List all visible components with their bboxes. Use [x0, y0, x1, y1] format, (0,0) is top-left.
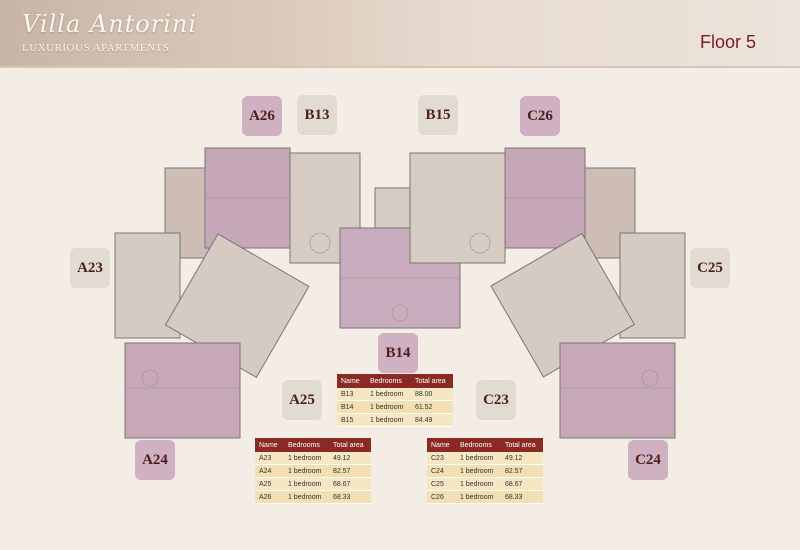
unit-tag-a26[interactable]: A26 [242, 96, 282, 136]
unit-tag-a25[interactable]: A25 [282, 380, 322, 420]
cell-name: C23 [427, 452, 456, 465]
cell-area: 68.33 [328, 490, 371, 504]
table-a-header-name: Name [255, 438, 284, 452]
table-row: A23 1 bedroom 49.12 [255, 452, 371, 465]
table-row: B15 1 bedroom 84.49 [337, 413, 453, 427]
cell-bedrooms: 1 bedroom [283, 477, 329, 491]
cell-area: 49.12 [328, 452, 371, 465]
unit-tag-c26[interactable]: C26 [520, 96, 560, 136]
brand-tagline: LUXURIOUS APARTMENTS [22, 42, 170, 54]
cell-area: 84.49 [410, 413, 453, 427]
table-a-header-area: Total area [328, 438, 371, 452]
cell-bedrooms: 1 bedroom [455, 490, 501, 504]
table-row: C23 1 bedroom 49.12 [427, 452, 543, 465]
cell-area: 68.33 [500, 490, 543, 504]
table-c-header-name: Name [427, 438, 456, 452]
unit-tag-a24[interactable]: A24 [135, 440, 175, 480]
cell-name: C25 [427, 477, 456, 491]
cell-name: B13 [337, 388, 366, 401]
cell-area: 88.00 [410, 388, 453, 401]
table-b-header-name: Name [337, 374, 366, 388]
cell-name: A25 [255, 477, 284, 491]
cell-bedrooms: 1 bedroom [283, 452, 329, 465]
cell-name: A26 [255, 490, 284, 504]
unit-tag-a23[interactable]: A23 [70, 248, 110, 288]
cell-bedrooms: 1 bedroom [283, 464, 329, 478]
table-row: C25 1 bedroom 68.67 [427, 477, 543, 491]
cell-name: A23 [255, 452, 284, 465]
table-row: C24 1 bedroom 82.57 [427, 464, 543, 478]
cell-area: 68.67 [328, 477, 371, 491]
room-c24[interactable] [559, 342, 676, 439]
table-c-header-area: Total area [500, 438, 543, 452]
cell-name: B15 [337, 413, 366, 427]
cell-area: 61.52 [410, 400, 453, 414]
cell-area: 68.67 [500, 477, 543, 491]
cell-bedrooms: 1 bedroom [283, 490, 329, 504]
unit-tag-b14[interactable]: B14 [378, 333, 418, 373]
unit-tag-b15[interactable]: B15 [418, 95, 458, 135]
table-b-units: Name Bedrooms Total area B13 1 bedroom 8… [337, 374, 453, 427]
unit-tag-b13[interactable]: B13 [297, 95, 337, 135]
cell-name: A24 [255, 464, 284, 478]
table-row: A26 1 bedroom 68.33 [255, 490, 371, 504]
cell-name: C26 [427, 490, 456, 504]
table-row: A25 1 bedroom 68.67 [255, 477, 371, 491]
brand-title: Villa Antorini [22, 10, 198, 38]
room-a24[interactable] [124, 342, 241, 439]
cell-area: 82.57 [328, 464, 371, 478]
cell-bedrooms: 1 bedroom [365, 413, 411, 427]
cell-bedrooms: 1 bedroom [455, 452, 501, 465]
floor-title: Floor 5 [699, 32, 756, 52]
table-row: B13 1 bedroom 88.00 [337, 388, 453, 401]
unit-tag-c25[interactable]: C25 [690, 248, 730, 288]
table-row: C26 1 bedroom 68.33 [427, 490, 543, 504]
cell-area: 49.12 [500, 452, 543, 465]
table-c-header-bedrooms: Bedrooms [455, 438, 501, 452]
header: Villa Antorini LUXURIOUS APARTMENTS Floo… [0, 0, 800, 68]
cell-bedrooms: 1 bedroom [455, 464, 501, 478]
unit-tag-c23[interactable]: C23 [476, 380, 516, 420]
table-b-header-bedrooms: Bedrooms [365, 374, 411, 388]
table-b-header-area: Total area [410, 374, 453, 388]
cell-bedrooms: 1 bedroom [365, 388, 411, 401]
table-row: A24 1 bedroom 82.57 [255, 464, 371, 478]
table-c-units: Name Bedrooms Total area C23 1 bedroom 4… [427, 438, 543, 504]
cell-name: B14 [337, 400, 366, 414]
floor-plan [114, 147, 686, 439]
cell-bedrooms: 1 bedroom [365, 400, 411, 414]
room-b15[interactable] [409, 152, 506, 264]
table-a-units: Name Bedrooms Total area A23 1 bedroom 4… [255, 438, 371, 504]
floor-plan-area: A26 B13 B15 C26 A23 C25 B14 A25 C23 A24 … [0, 68, 800, 550]
cell-area: 82.57 [500, 464, 543, 478]
unit-tag-c24[interactable]: C24 [628, 440, 668, 480]
table-a-header-bedrooms: Bedrooms [283, 438, 329, 452]
table-row: B14 1 bedroom 61.52 [337, 400, 453, 414]
cell-name: C24 [427, 464, 456, 478]
cell-bedrooms: 1 bedroom [455, 477, 501, 491]
